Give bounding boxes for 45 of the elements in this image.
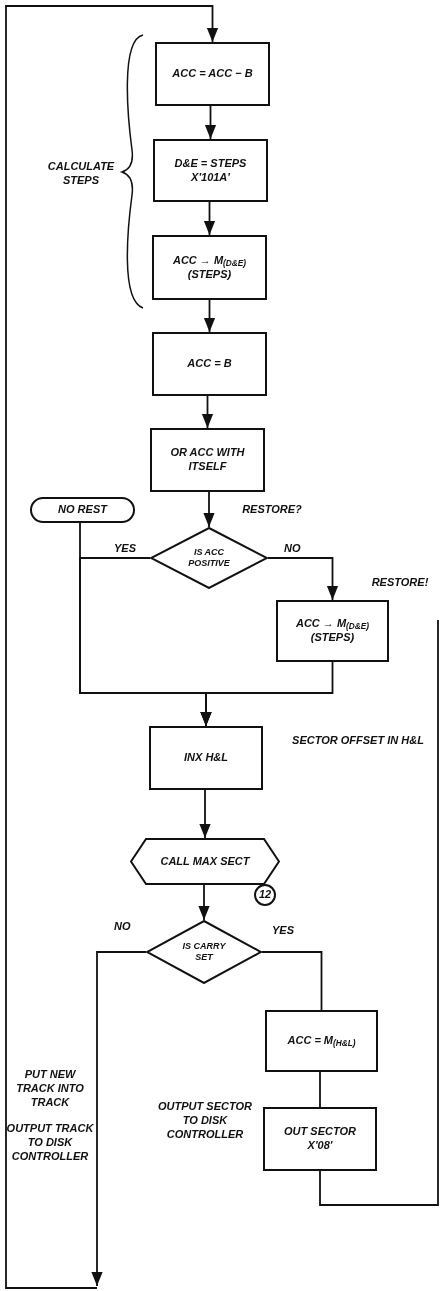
connector-arrow <box>198 884 210 921</box>
process-box <box>152 235 267 300</box>
node-text: ACC → M$_{(D&E)}$ (STEPS) <box>295 617 370 645</box>
decision-diamond <box>146 920 262 984</box>
connector-arrow <box>203 491 215 528</box>
node-text: ACC = B <box>186 357 233 371</box>
decision-diamond <box>150 527 268 589</box>
node-text: OR ACC WITH ITSELF <box>169 446 246 474</box>
process-box <box>276 600 389 662</box>
node-text: D&E = STEPS X'101A' <box>173 156 248 185</box>
terminal-box <box>30 497 135 523</box>
process-box <box>149 726 263 790</box>
connector-arrow <box>203 201 216 236</box>
process-box <box>153 139 268 202</box>
annotation-text: RESTORE! <box>370 576 430 590</box>
annotation-text: CALCULATE STEPS <box>46 160 116 188</box>
callout-number: 12 <box>254 884 276 906</box>
node-text: NO REST <box>57 503 109 517</box>
connector-arrow <box>5 5 219 1289</box>
process-box <box>263 1107 377 1171</box>
node-text: CALL MAX SECT <box>159 854 251 869</box>
connector-arrow <box>203 299 216 333</box>
connector-arrow <box>267 557 339 601</box>
connector-arrow <box>91 951 147 1287</box>
node-text: ACC = ACC − B <box>171 67 254 81</box>
node-text: ACC → M$_{(D&E)}$ (STEPS) <box>172 253 247 282</box>
connector-arrow <box>200 661 334 727</box>
annotation-text: OUTPUT SECTOR TO DISK CONTROLLER <box>157 1100 253 1142</box>
process-box <box>150 428 265 492</box>
node-text: INX H&L <box>183 751 229 765</box>
annotation-text: RESTORE? <box>241 503 303 517</box>
node-text: IS ACC POSITIVE <box>187 546 231 570</box>
node-text: ACC = M$_{(H&L)}$ <box>286 1034 357 1048</box>
connector-arrow <box>199 789 211 839</box>
process-box <box>152 332 267 396</box>
node-text: OUT SECTOR X'08' <box>283 1125 357 1153</box>
process-box <box>155 42 270 106</box>
process-box <box>265 1010 378 1072</box>
annotation-text: OUTPUT TRACK TO DISK CONTROLLER <box>5 1122 95 1164</box>
node-text: IS CARRY SET <box>181 940 227 964</box>
annotation-text: PUT NEW TRACK INTO TRACK <box>15 1068 85 1110</box>
connector-arrow <box>204 105 217 140</box>
annotation-text: SECTOR OFFSET IN H&L <box>291 734 425 748</box>
connector-arrow <box>201 395 214 429</box>
call-hexagon <box>130 838 280 885</box>
